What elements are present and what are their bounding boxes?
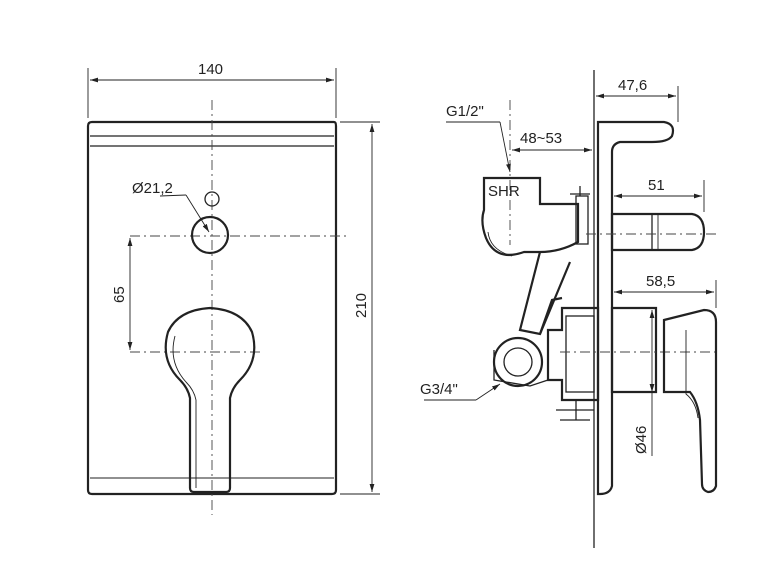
range-label: 48~53 [520, 130, 562, 147]
diverter-hole [190, 215, 230, 255]
plate-profile [596, 120, 675, 496]
handle-depth-label: 58,5 [646, 273, 675, 290]
cover-plate [86, 120, 338, 496]
shr-label: SHR [488, 183, 520, 200]
offset-label: 65 [111, 286, 128, 303]
width-label: 140 [198, 61, 223, 78]
shr-housing [481, 176, 580, 256]
spout-label: 51 [648, 177, 665, 194]
front-view: Ø21,2 140 210 65 [86, 61, 380, 515]
hole-diameter-label: Ø21,2 [132, 180, 173, 197]
valve-body [546, 306, 600, 402]
small-hole [204, 191, 220, 207]
height-label: 210 [353, 293, 370, 318]
diverter-spout [610, 212, 706, 252]
diameter-label: Ø46 [633, 426, 650, 454]
bottom-connection [492, 336, 544, 388]
lever-handle [164, 306, 256, 494]
lever-side [662, 308, 718, 494]
depth-total-label: 47,6 [618, 77, 647, 94]
connection-top-label: G1/2" [446, 103, 484, 120]
side-view: SHR 47,6 48~53 G1/2" [420, 70, 720, 548]
connection-bottom-label: G3/4" [420, 381, 458, 398]
